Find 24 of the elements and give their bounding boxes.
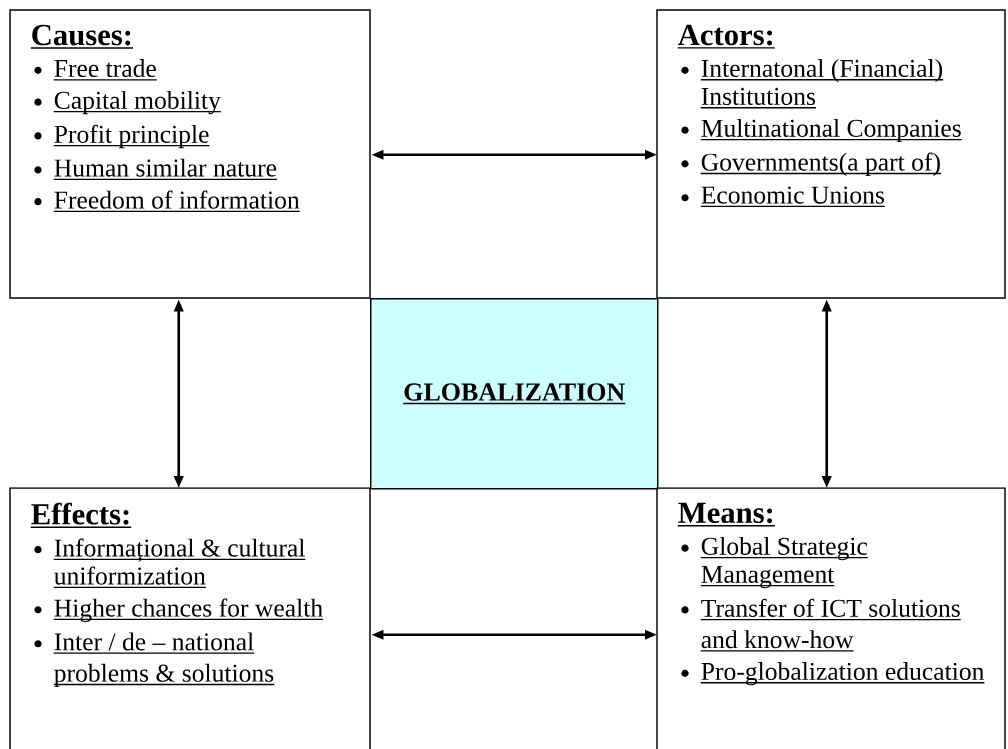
text-box [9, 487, 371, 749]
list-item: Freedom of information [53, 190, 301, 213]
list-item: Economic Unions [700, 186, 886, 208]
box-heading: Causes: [30, 24, 134, 49]
text-box [656, 487, 1006, 749]
list-item: Global Strategic Management [700, 536, 869, 589]
list-item: Inter / de – national problems & solutions [53, 632, 275, 688]
text-box [9, 9, 371, 299]
list-item: Free trade [53, 59, 158, 81]
list-item: Human similar nature [53, 158, 278, 180]
center-box: GLOBALIZATION [370, 298, 659, 490]
box-heading: Effects: [30, 502, 132, 528]
list-item: Multinational Companies [700, 118, 963, 143]
list-item: Higher chances for wealth [53, 598, 324, 623]
list-item: Governments(a part of) [700, 152, 942, 177]
list-item: Internatonal (Financial) Institutions [700, 59, 944, 109]
text-box [656, 9, 1006, 299]
box-heading: Actors: [677, 24, 776, 49]
list-item: Pro-globalization education [700, 662, 986, 686]
list-item: Informațional & cultural uniformization [53, 538, 307, 588]
list-item: Profit principle [53, 124, 211, 149]
box-heading: Means: [677, 502, 776, 527]
list-item: Transfer of ICT solutions and know-how [700, 598, 962, 652]
list-item: Capital mobility [53, 90, 222, 115]
